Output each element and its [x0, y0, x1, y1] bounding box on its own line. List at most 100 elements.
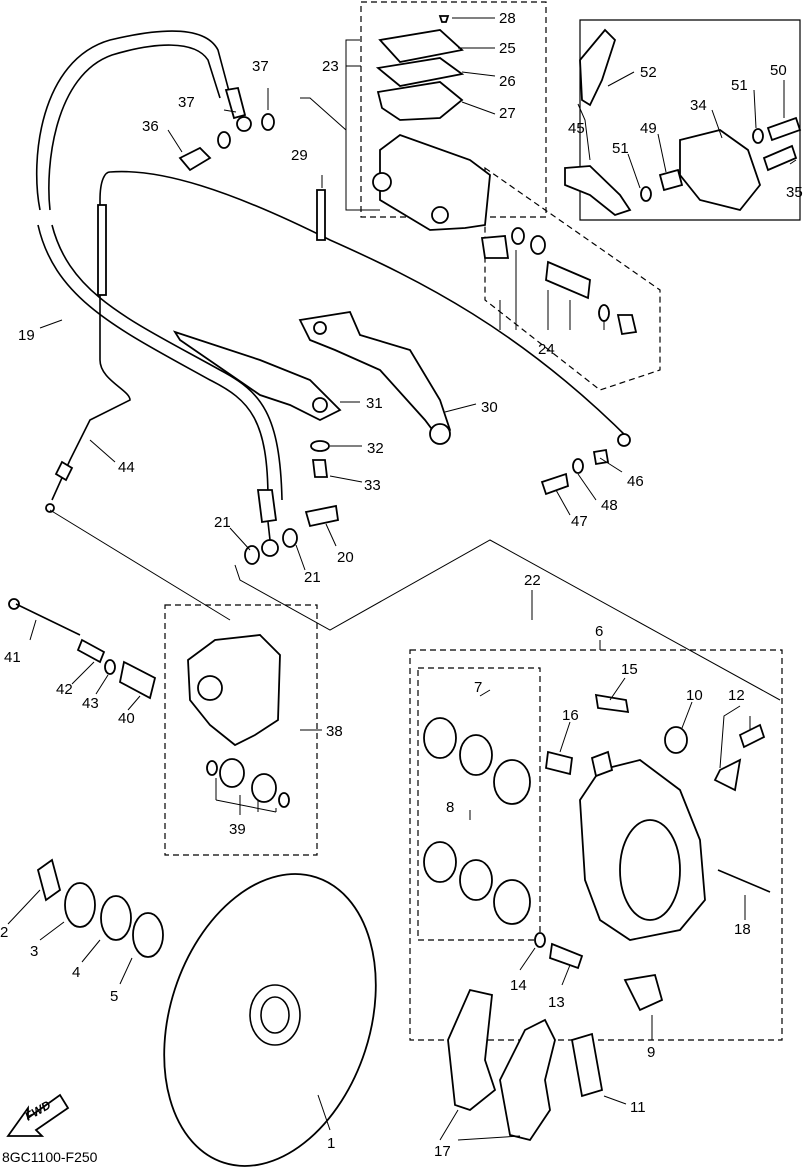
callout-38: 38: [326, 723, 343, 740]
bolt-50: [766, 116, 802, 142]
callout-4: 4: [72, 964, 80, 981]
callout-18: 18: [734, 921, 751, 938]
pad-a: [447, 988, 497, 1112]
callout-48: 48: [601, 497, 618, 514]
leader-lines: [7, 17, 797, 1141]
callout-52: 52: [640, 64, 657, 81]
spring-42: [76, 638, 106, 664]
callout-33: 33: [364, 477, 381, 494]
spacer-4: [100, 895, 132, 941]
washer-32: [310, 440, 330, 452]
callout-8: 8: [446, 799, 454, 816]
callout-47: 47: [571, 513, 588, 530]
callout-labels: 1 2 3 4 5 6 7 8 9 10 11 12 13 14 15 16 1…: [0, 10, 803, 1160]
callout-20: 20: [337, 549, 354, 566]
callout-24: 24: [538, 341, 555, 358]
pin-18: [717, 869, 771, 893]
pin-41-assembly: [8, 598, 157, 700]
bolt-13: [549, 942, 584, 970]
brake-hoses: [35, 30, 283, 557]
callout-5: 5: [110, 988, 118, 1005]
callout-46: 46: [627, 473, 644, 490]
callout-29: 29: [291, 147, 308, 164]
clip-12b: [738, 723, 766, 749]
caliper-body: [187, 634, 281, 747]
callout-30: 30: [481, 399, 498, 416]
callout-14: 14: [510, 977, 527, 994]
callout-36: 36: [142, 118, 159, 135]
rear-caliper-group-box: [164, 604, 318, 856]
cap-10: [664, 726, 688, 754]
master-piston-group-box: [484, 166, 661, 391]
caliper-seals-7-8: [423, 717, 531, 925]
banjo-lower: [261, 539, 279, 557]
pin-9: [623, 973, 664, 1012]
callout-51b: 51: [731, 77, 748, 94]
rotor-1: [163, 873, 377, 1167]
small-fasteners: [540, 448, 610, 496]
bracket-34: [679, 129, 762, 212]
cable-adjuster: [54, 460, 74, 482]
callout-23: 23: [322, 58, 339, 75]
washer-14: [534, 932, 546, 948]
callout-1: 1: [327, 1135, 335, 1152]
clutch-lever-bracket: [172, 330, 342, 422]
diagram-code: 8GC1100-F250: [2, 1149, 98, 1165]
callout-19: 19: [18, 327, 35, 344]
callout-10: 10: [686, 687, 703, 704]
bolt-47: [540, 472, 570, 496]
callout-21b: 21: [304, 569, 321, 586]
callout-44: 44: [118, 459, 135, 476]
pin-16: [545, 750, 573, 776]
brake-disc: [163, 873, 377, 1167]
rear-caliper-38: [187, 634, 290, 808]
callout-45: 45: [568, 120, 585, 137]
plate-52: [579, 28, 617, 107]
brake-pads-17: [447, 988, 556, 1142]
master-piston-kit-24: [480, 227, 638, 336]
callout-22: 22: [524, 572, 541, 589]
pad-b: [499, 1018, 556, 1142]
master-cylinder-body-23: [379, 133, 491, 231]
lower-hose-outer: [37, 224, 269, 501]
cable-44-path: [51, 171, 131, 501]
sleeve-40: [118, 660, 157, 700]
spacer-3: [64, 882, 96, 928]
circlip-2: [36, 858, 62, 902]
cable-sheath: [97, 204, 107, 296]
fwd-arrow-icon: FWD: [6, 1093, 70, 1137]
callout-11: 11: [630, 1099, 646, 1116]
callout-43: 43: [82, 695, 99, 712]
callout-25: 25: [499, 40, 516, 57]
cable-44: [45, 170, 631, 513]
diaphragm-27: [376, 81, 464, 121]
front-caliper-6: [534, 693, 771, 1012]
callout-35: 35: [786, 184, 803, 201]
banjo-upper: [236, 116, 252, 132]
callout-12: 12: [728, 687, 745, 704]
callout-15: 15: [621, 661, 638, 678]
reservoir-cap-25: [378, 29, 464, 63]
callout-9: 9: [647, 1044, 655, 1061]
pin-41: [15, 603, 81, 636]
cable-end-right: [617, 433, 631, 447]
callout-50: 50: [770, 62, 787, 79]
collar-49: [658, 168, 684, 192]
callout-37b: 37: [252, 58, 269, 75]
spacer-5: [132, 912, 164, 958]
shim-11: [570, 1032, 604, 1098]
hose-fitting-lower: [256, 489, 278, 524]
callout-7: 7: [474, 679, 482, 696]
callout-40: 40: [118, 710, 135, 727]
master-cylinder-assembly: [372, 15, 491, 231]
bleed-screw-15: [594, 693, 630, 714]
callout-16: 16: [562, 707, 579, 724]
callout-41: 41: [4, 649, 21, 666]
washer-51a: [640, 186, 652, 202]
bolt-35: [762, 144, 798, 172]
cable-30-path: [109, 170, 631, 441]
callout-13: 13: [548, 994, 565, 1011]
washer-37a: [217, 131, 231, 149]
washer-37b: [261, 113, 275, 131]
